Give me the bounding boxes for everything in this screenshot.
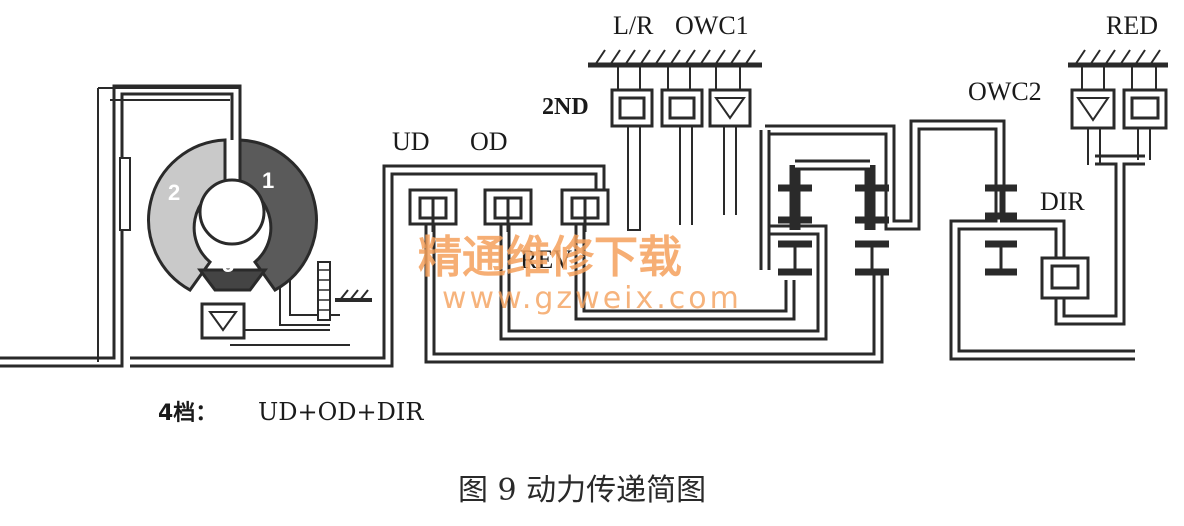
ud-clutch <box>408 188 458 232</box>
dir-label: DIR <box>1040 187 1085 216</box>
od-clutch <box>483 188 533 232</box>
owc2-clutch-icon <box>1070 88 1116 130</box>
converter-stator <box>197 268 268 292</box>
watermark-chinese: 精通维修下载 <box>418 232 682 283</box>
section-1-label: 1 <box>262 168 274 193</box>
dir-clutch <box>1040 256 1090 300</box>
ud-label: UD <box>392 127 430 156</box>
figure-caption: 图 9 动力传递简图 <box>458 473 706 508</box>
lr-brake <box>660 88 704 128</box>
watermark-url: www.gzweix.com <box>442 281 742 316</box>
od-label: OD <box>470 127 508 156</box>
rev-label: REV <box>520 245 572 274</box>
owc1-clutch-icon <box>708 88 752 128</box>
torque-converter: 2 1 3 <box>119 138 331 340</box>
rev-clutch <box>560 188 610 232</box>
gear-note-label: 4档： <box>158 401 217 426</box>
ground-hatch-pump <box>335 289 372 302</box>
section-2-label: 2 <box>168 180 180 205</box>
oil-pump-teeth <box>317 261 331 321</box>
section-3-label: 3 <box>222 252 234 277</box>
2nd-brake <box>610 88 654 128</box>
ground-hangers <box>617 65 1157 90</box>
ground-hatch-red <box>1068 49 1168 68</box>
converter-impeller <box>238 138 318 292</box>
gear-note-formula: UD+OD+DIR <box>258 398 424 426</box>
owc1-label: OWC1 <box>675 11 749 40</box>
red-brake <box>1122 88 1168 130</box>
red-label: RED <box>1106 11 1158 40</box>
ground-hatch-top <box>588 49 762 68</box>
stator-owc-icon <box>200 302 246 340</box>
lr-label: L/R <box>613 11 654 40</box>
2nd-label: 2ND <box>542 94 589 120</box>
planetary-gears <box>778 184 1017 276</box>
owc2-label: OWC2 <box>968 77 1042 106</box>
